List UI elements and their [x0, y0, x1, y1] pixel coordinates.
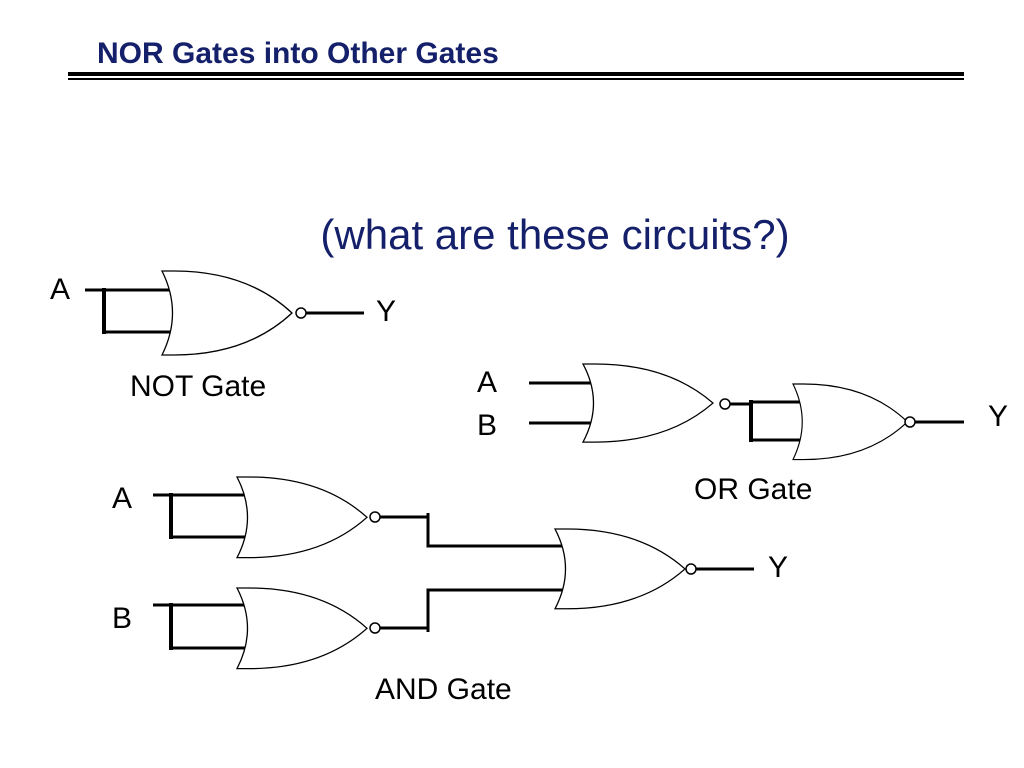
and-gate-input-b-label: B [112, 602, 132, 635]
not-gate-output-bubble [295, 307, 307, 319]
and-gate-route-b [426, 588, 566, 632]
and-gate-input-a-label: A [112, 482, 132, 515]
or-gate-input-b-label: B [477, 409, 497, 442]
slide-subtitle: (what are these circuits?) [320, 211, 790, 258]
and-gate-b-nor-symbol [236, 587, 368, 670]
or-gate-output-y-label: Y [988, 400, 1008, 433]
and-gate-final-nor-symbol [554, 528, 686, 610]
or-gate-output-bubble [904, 416, 916, 428]
and-gate-route-a [426, 513, 566, 548]
not-gate-circuit: A Y NOT Gate [50, 270, 396, 403]
and-gate-b-bubble [369, 622, 381, 634]
title-rule-thin [68, 78, 964, 80]
and-gate-output-bubble [685, 563, 697, 575]
and-gate-a-nor-symbol [236, 476, 368, 559]
or-gate-second-nor-symbol [792, 383, 908, 461]
not-gate-nor-symbol [161, 270, 293, 356]
not-gate-input-a-label: A [50, 273, 70, 306]
or-gate-circuit: A B Y OR Gate [477, 363, 1008, 506]
and-gate-caption: AND Gate [375, 673, 512, 706]
or-gate-caption: OR Gate [694, 473, 812, 506]
or-gate-first-nor-symbol [582, 363, 714, 443]
not-gate-output-y-label: Y [376, 295, 396, 328]
and-gate-circuit: A B Y AND Gate [112, 476, 788, 706]
title-rule-thick [68, 72, 964, 76]
and-gate-output-y-label: Y [768, 551, 788, 584]
and-gate-a-bubble [369, 511, 381, 523]
not-gate-caption: NOT Gate [130, 370, 266, 403]
slide-title: NOR Gates into Other Gates [97, 37, 499, 70]
or-gate-input-a-label: A [477, 366, 497, 399]
or-gate-first-bubble [719, 398, 731, 410]
